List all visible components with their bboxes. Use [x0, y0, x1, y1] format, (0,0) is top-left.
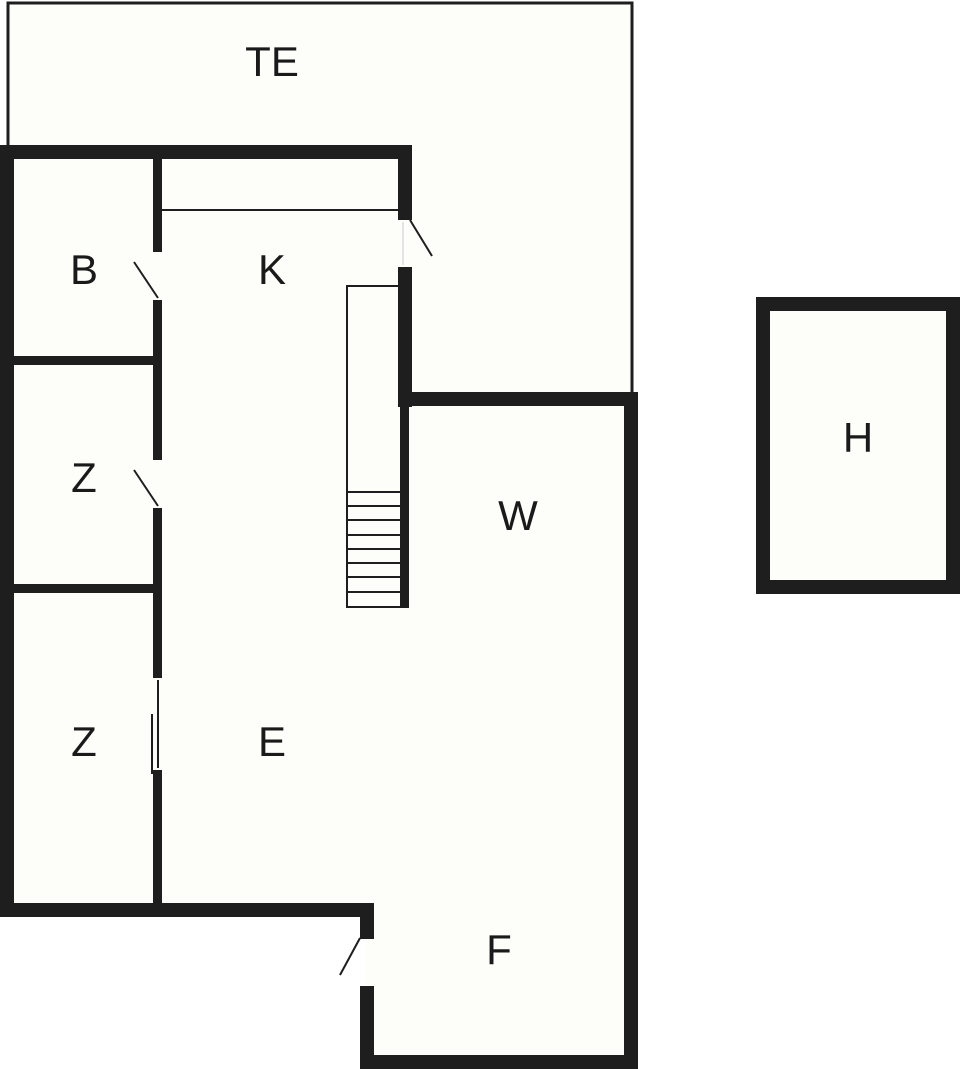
sliding-door-z2 [151, 680, 159, 774]
main-building-floor [8, 150, 632, 1062]
staircase [346, 285, 403, 608]
door-f-entrance [339, 937, 361, 976]
room-label-f: F [486, 926, 512, 973]
room-label-h: H [842, 414, 874, 461]
room-label-z-upper: Z [71, 454, 97, 501]
room-label-te: TE [245, 38, 299, 85]
door-z1 [133, 469, 159, 507]
door-k-terrace [402, 219, 433, 265]
room-label-w: W [498, 492, 538, 539]
outbuilding-h [756, 297, 960, 594]
interior-walls [10, 155, 409, 910]
room-label-b: B [69, 246, 99, 293]
door-b [133, 261, 159, 299]
room-label-e: E [257, 718, 287, 765]
room-label-z-lower: Z [71, 718, 97, 765]
room-label-k: K [257, 246, 287, 293]
